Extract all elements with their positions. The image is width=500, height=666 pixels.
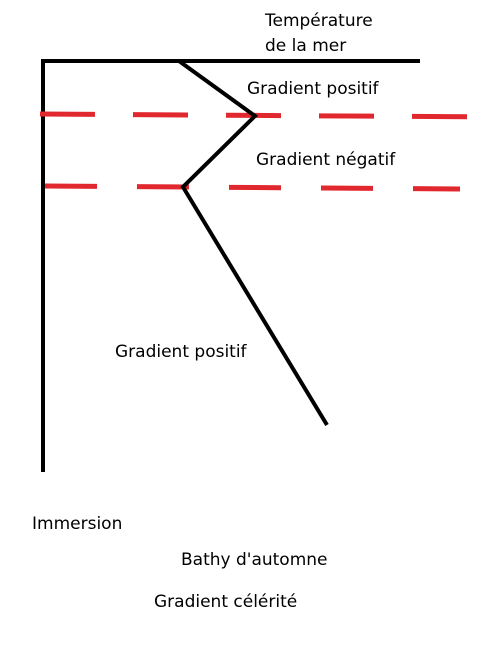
gradient-celerity-label: Gradient célérité bbox=[154, 592, 298, 612]
positive-gradient-top-label: Gradient positif bbox=[247, 79, 379, 99]
temperature-label-line1: Température bbox=[265, 11, 373, 31]
lower-layer-boundary-dashed-line bbox=[44, 183, 461, 192]
immersion-label: Immersion bbox=[32, 514, 123, 534]
temperature-label-line2: de la mer bbox=[265, 36, 347, 56]
negative-gradient-label: Gradient négatif bbox=[256, 150, 396, 170]
positive-gradient-bottom-label: Gradient positif bbox=[115, 342, 247, 362]
bathy-label: Bathy d'automne bbox=[181, 550, 328, 570]
upper-layer-boundary-dashed-line bbox=[39, 111, 500, 120]
temperature-profile-line bbox=[177, 59, 329, 427]
